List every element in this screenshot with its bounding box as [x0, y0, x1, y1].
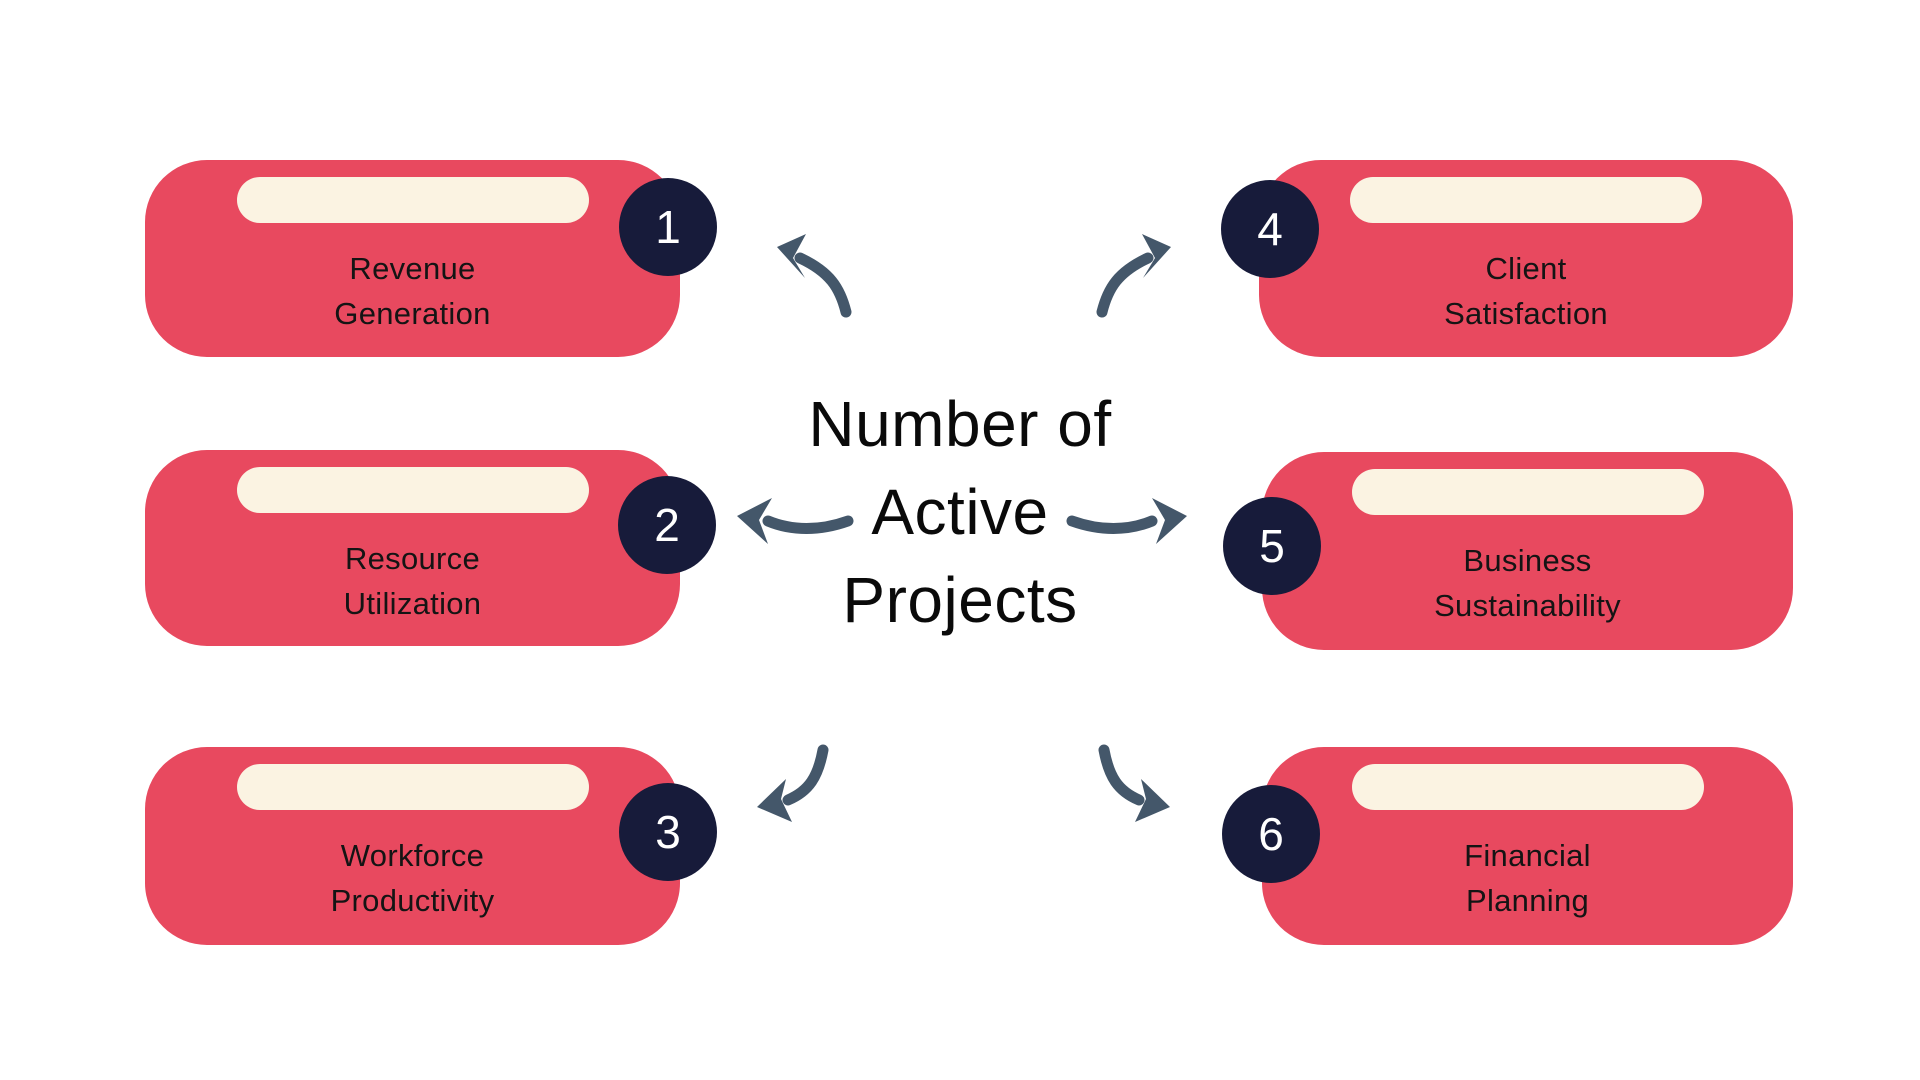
card-3-label-line-1: Workforce [340, 838, 485, 873]
badge-2: 2 [618, 476, 716, 574]
card-3-label: Workforce Productivity [145, 833, 680, 923]
curved-arrow-down-left-icon [757, 744, 829, 822]
badge-6-number: 6 [1258, 808, 1284, 860]
badge-2-number: 2 [654, 499, 680, 551]
card-2-header-pill [236, 467, 589, 513]
badge-3: 3 [619, 783, 717, 881]
diagram-title: Number of Active Projects [660, 380, 1260, 644]
badge-5: 5 [1223, 497, 1321, 595]
card-5-label-line-2: Sustainability [1434, 588, 1621, 623]
badge-3-number: 3 [655, 806, 681, 858]
card-3-header-pill [236, 764, 589, 810]
card-6-label: Financial Planning [1262, 833, 1793, 923]
diagram-title-line-1: Number of [808, 388, 1112, 460]
card-5-label: Business Sustainability [1262, 538, 1793, 628]
card-5-header-pill [1351, 469, 1704, 515]
card-financial-planning: Financial Planning [1262, 747, 1793, 945]
card-workforce-productivity: Workforce Productivity [145, 747, 680, 945]
card-4-label: Client Satisfaction [1259, 246, 1793, 336]
card-4-label-line-2: Satisfaction [1444, 296, 1608, 331]
card-2-label: Resource Utilization [145, 536, 680, 626]
badge-1-number: 1 [655, 201, 681, 253]
badge-5-number: 5 [1259, 520, 1285, 572]
card-1-label-line-1: Revenue [349, 251, 476, 286]
card-3-label-line-2: Productivity [330, 883, 495, 918]
curved-arrow-up-left-icon [777, 234, 852, 318]
diagram-title-line-3: Projects [842, 564, 1078, 636]
badge-4: 4 [1221, 180, 1319, 278]
badge-4-number: 4 [1257, 203, 1283, 255]
badge-6: 6 [1222, 785, 1320, 883]
card-2-label-line-2: Utilization [343, 586, 482, 621]
card-client-satisfaction: Client Satisfaction [1259, 160, 1793, 357]
badge-1: 1 [619, 178, 717, 276]
card-6-label-line-2: Planning [1465, 883, 1590, 918]
curved-arrow-up-right-icon [1096, 234, 1171, 318]
card-6-header-pill [1351, 764, 1704, 810]
card-business-sustainability: Business Sustainability [1262, 452, 1793, 650]
card-1-header-pill [236, 177, 589, 223]
card-revenue-generation: Revenue Generation [145, 160, 680, 357]
card-resource-utilization: Resource Utilization [145, 450, 680, 646]
card-4-label-line-1: Client [1485, 251, 1567, 286]
diagram-title-line-2: Active [871, 476, 1049, 548]
card-1-label: Revenue Generation [145, 246, 680, 336]
card-6-label-line-1: Financial [1464, 838, 1591, 873]
card-5-label-line-1: Business [1463, 543, 1592, 578]
curved-arrow-down-right-icon [1098, 744, 1170, 822]
card-1-label-line-2: Generation [334, 296, 491, 331]
card-4-header-pill [1350, 177, 1702, 223]
card-2-label-line-1: Resource [344, 541, 481, 576]
